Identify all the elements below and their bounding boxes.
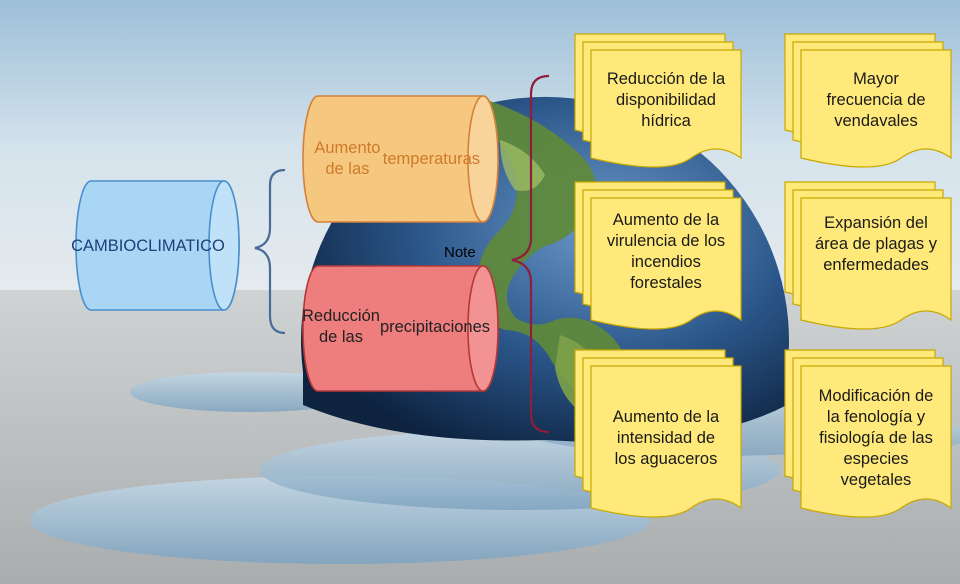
effect-note-3 [574, 181, 742, 330]
root-line-1: CAMBIO [71, 236, 137, 255]
precipitaciones-label: Reducción de las precipitaciones [302, 304, 490, 350]
effect-3-text: Aumento de la virulencia de los incendio… [593, 202, 739, 302]
effect-3-line-2: virulencia de los [606, 232, 726, 250]
temp-line-2: temperaturas [382, 149, 480, 168]
effect-note-1 [574, 33, 742, 168]
effect-1-line-2: disponibilidad [615, 90, 716, 109]
temp-line-1: Aumento de las [314, 139, 381, 178]
precip-line-2: precipitaciones [379, 317, 491, 336]
effect-3-line-3: incendios [631, 253, 701, 271]
effect-5-line-2: intensidad de [616, 428, 716, 447]
note-label: Note [444, 244, 476, 261]
effect-4-text: Expansión del área de plagas y enfermeda… [803, 202, 949, 286]
effect-6-line-3: fisiología de las [819, 428, 933, 447]
precip-line-1: Reducción de las [301, 307, 380, 346]
effect-2-line-1: Mayor [853, 69, 899, 88]
effect-6-text: Modificación de la fenología y fisiologí… [803, 376, 949, 500]
effect-2-text: Mayor frecuencia de vendavales [803, 58, 949, 142]
effect-5-text: Aumento de la intensidad de los aguacero… [593, 396, 739, 480]
left-brace [254, 168, 286, 335]
effect-5-line-1: Aumento de la [612, 407, 720, 426]
effect-1-text: Reducción de la disponibilidad hídrica [593, 58, 739, 142]
effect-4-line-3: enfermedades [823, 255, 929, 274]
effect-1-line-1: Reducción de la [606, 69, 726, 88]
effect-1-line-3: hídrica [641, 111, 691, 130]
effect-6-line-4: especies [843, 449, 909, 468]
effect-6-line-1: Modificación de [818, 386, 934, 405]
cambio-climatico-label: CAMBIO CLIMATICO [71, 215, 225, 277]
temperaturas-cylinder [302, 95, 499, 223]
cambio-climatico-cylinder [75, 180, 240, 311]
effect-4-line-1: Expansión del [824, 213, 928, 232]
effect-3-line-4: forestales [630, 274, 702, 292]
effect-2-line-3: vendavales [834, 111, 918, 130]
temperaturas-label: Aumento de las temperaturas [312, 136, 480, 182]
effect-note-4 [784, 181, 952, 330]
effect-2-line-2: frecuencia de [826, 90, 926, 109]
effect-6-line-2: la fenología y [826, 407, 926, 426]
effect-5-line-3: los aguaceros [614, 449, 718, 468]
effect-3-line-1: Aumento de la [612, 211, 720, 229]
right-brace [511, 74, 550, 434]
effect-note-5 [574, 349, 742, 518]
effect-note-2 [784, 33, 952, 168]
effect-4-line-2: área de plagas y [814, 234, 937, 253]
effect-6-line-5: vegetales [840, 470, 912, 489]
effect-note-6 [784, 349, 952, 518]
precipitaciones-cylinder [302, 265, 499, 392]
root-line-2: CLIMATICO [136, 236, 225, 255]
